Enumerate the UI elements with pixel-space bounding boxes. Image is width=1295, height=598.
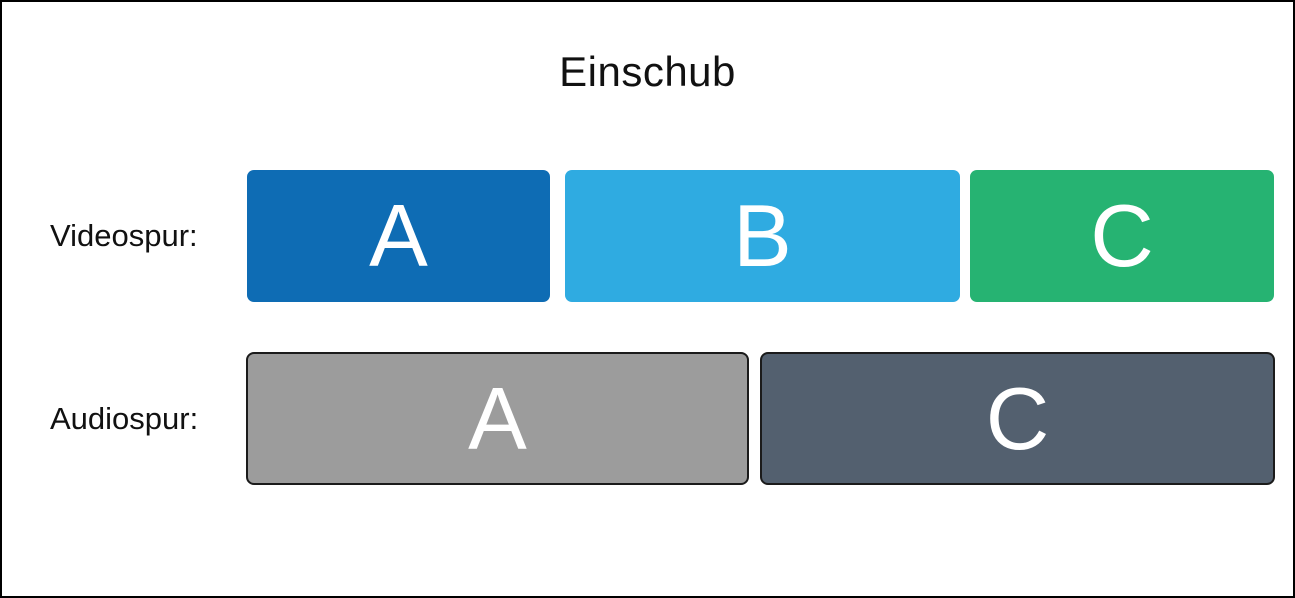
diagram-title: Einschub bbox=[559, 48, 736, 95]
audio-block-a: A bbox=[246, 352, 749, 485]
video-block-c: C bbox=[970, 170, 1274, 302]
audio-track-label: Audiospur: bbox=[50, 400, 199, 436]
audio-block-c: C bbox=[760, 352, 1275, 485]
video-block-b: B bbox=[565, 170, 960, 302]
video-block-a: A bbox=[247, 170, 550, 302]
video-track-label: Videospur: bbox=[50, 218, 198, 253]
